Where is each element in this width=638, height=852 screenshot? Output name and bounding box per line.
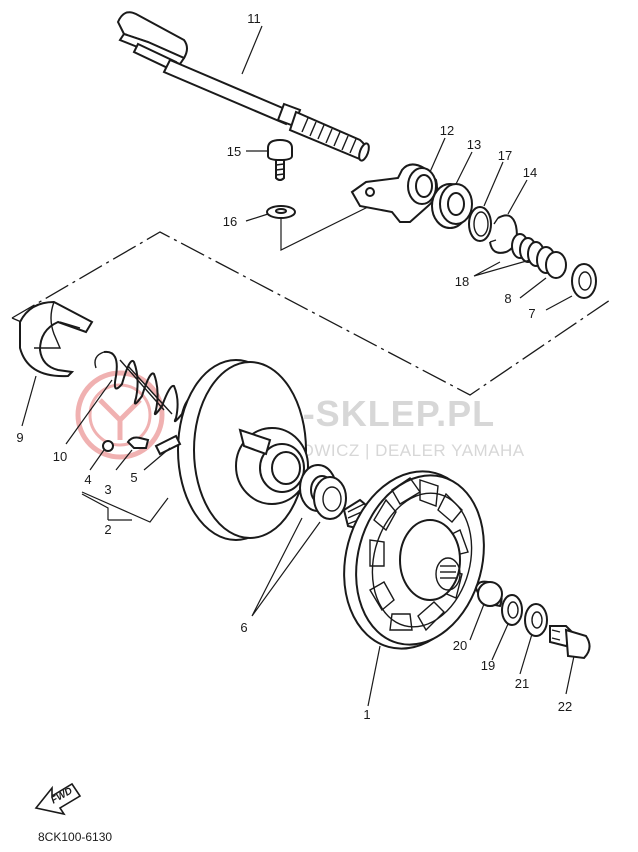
callout-19: 19 xyxy=(481,658,495,673)
callout-9: 9 xyxy=(16,430,23,445)
callout-1: 1 xyxy=(363,707,370,722)
callout-11: 11 xyxy=(247,11,261,26)
callout-6: 6 xyxy=(240,620,247,635)
fwd-arrow-icon: FWD xyxy=(34,782,82,816)
collar-part-20 xyxy=(474,580,503,608)
callout-labels: 1 2 3 4 5 6 7 8 9 10 11 12 13 14 15 16 1… xyxy=(16,11,572,722)
pin-part-5 xyxy=(154,434,182,456)
callout-3: 3 xyxy=(104,482,111,497)
washer-part-19 xyxy=(501,594,523,626)
callout-21: 21 xyxy=(515,676,529,691)
leader-16-bracket xyxy=(280,199,383,251)
callout-18: 18 xyxy=(455,274,469,289)
callout-12: 12 xyxy=(440,123,454,138)
washer-part-16 xyxy=(266,205,296,219)
callout-17: 17 xyxy=(498,148,512,163)
seals-part-6 xyxy=(299,464,347,520)
callout-4: 4 xyxy=(84,472,91,487)
bolt-part-22 xyxy=(549,625,591,660)
weight-part-3 xyxy=(126,436,150,449)
leader-lines xyxy=(21,25,575,707)
callout-13: 13 xyxy=(467,137,481,152)
callout-22: 22 xyxy=(558,699,572,714)
cap-part-9 xyxy=(19,300,94,378)
assembly-boundary-line xyxy=(11,231,611,396)
washer-part-21 xyxy=(524,603,548,637)
washer-part-7 xyxy=(571,263,597,299)
callout-20: 20 xyxy=(453,638,467,653)
collars-part-18 xyxy=(511,233,567,279)
diagram-code: 8CK100-6130 xyxy=(38,830,112,844)
circlip-part-17 xyxy=(468,206,492,242)
shaft-part-11 xyxy=(116,11,370,162)
callout-2: 2 xyxy=(104,522,111,537)
callout-5: 5 xyxy=(130,470,137,485)
sheave-part-1 xyxy=(177,359,309,541)
callout-7: 7 xyxy=(528,306,535,321)
spring-part-10 xyxy=(94,350,193,423)
callout-8: 8 xyxy=(504,291,511,306)
drive-wheel-part-1 xyxy=(342,470,485,650)
bracket-part-12 xyxy=(350,163,438,223)
callout-16: 16 xyxy=(223,214,237,229)
callout-10: 10 xyxy=(53,449,67,464)
callout-15: 15 xyxy=(227,144,241,159)
bearing-part-13 xyxy=(431,183,473,229)
weight-part-4 xyxy=(102,440,114,452)
bolt-part-15 xyxy=(267,138,293,181)
callout-14: 14 xyxy=(523,165,537,180)
